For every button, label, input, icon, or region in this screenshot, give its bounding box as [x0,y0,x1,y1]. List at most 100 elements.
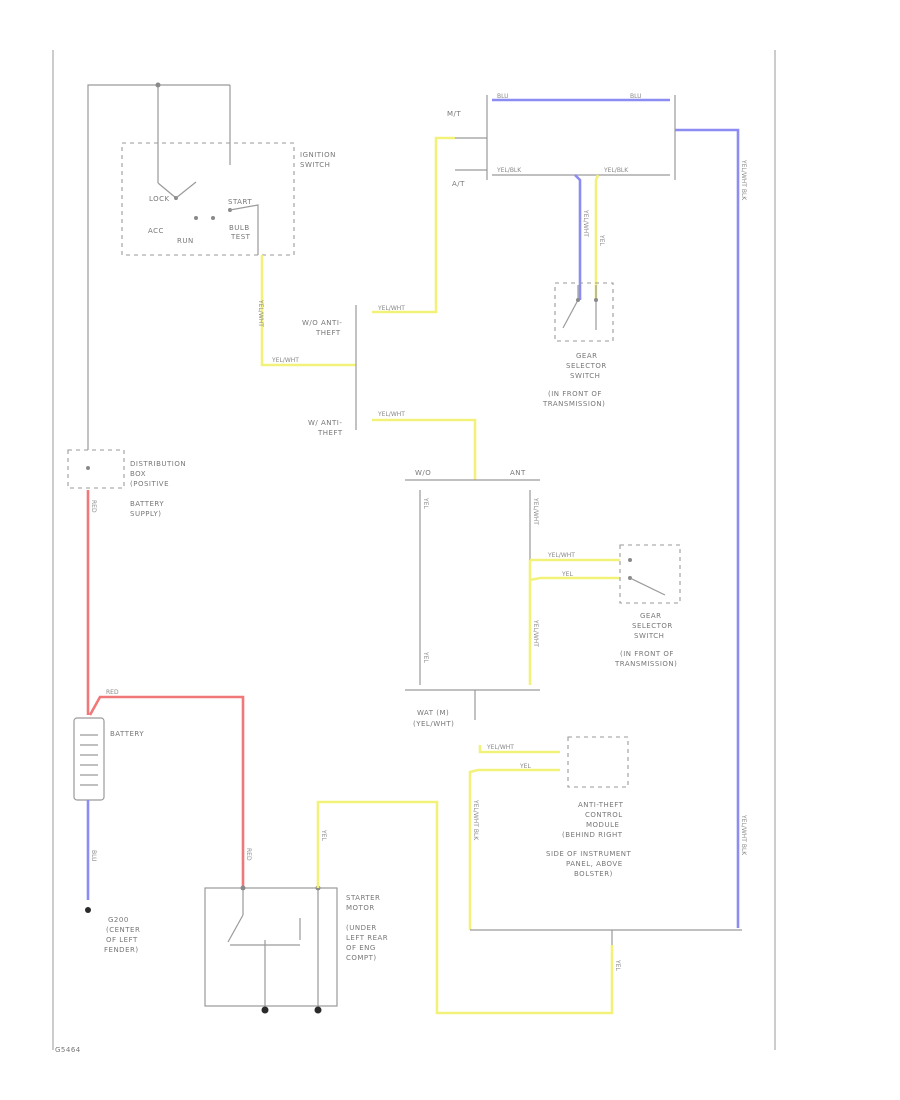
pos-test: TEST [230,233,251,241]
db-l5: SUPPLY) [130,510,162,518]
gs-top-l2: SELECTOR [566,362,607,370]
wire-label-red-2: RED [106,689,119,696]
branch-wo-2: THEFT [315,329,341,337]
wire-label-gs-1: YEL/WHT [582,209,589,237]
atm-l7: BOLSTER) [574,870,613,878]
wire-label-starter-2: YEL [614,959,621,971]
pos-bulb: BULB [229,224,250,232]
ground-label: G200 (CENTER OF LEFT FENDER) [104,916,140,954]
figure-id: G5464 [55,1046,81,1054]
pos-start: START [228,198,252,206]
wire-label-at-1: YEL/WHT [486,744,514,751]
pos-lock: LOCK [149,195,170,203]
wire-label-gs-2: YEL [598,234,605,246]
branch-w-2: THEFT [317,429,343,437]
wire-label-box-l1: YEL [422,497,429,509]
wire-blu-right [675,128,740,928]
mt-label: M/T [447,110,461,118]
anti-theft-module: ANTI-THEFT CONTROL MODULE (BEHIND RIGHT … [546,736,632,878]
wire-label-w-anti: YEL/WHT [377,411,405,418]
sm-l1: STARTER [346,894,380,902]
gs-mid-l4: (IN FRONT OF [620,650,674,658]
wire-red-2 [88,695,245,888]
sm-l6: COMPT) [346,954,377,962]
wat-label-2: (YEL/WHT) [413,720,454,728]
db-l2: BOX [130,470,146,478]
wire-label-mid-2: YEL [561,571,573,578]
atm-l3: MODULE [586,821,619,829]
gear-selector-switch-mid: GEAR SELECTOR SWITCH (IN FRONT OF TRANSM… [614,544,681,668]
db-l1: DISTRIBUTION [130,460,186,468]
wire-yel-a [594,174,600,300]
gear-selector-switch-top: GEAR SELECTOR SWITCH (IN FRONT OF TRANSM… [542,282,614,408]
branch-w-1: W/ ANTI- [308,419,342,427]
wire-label-at-2: YEL [519,763,531,770]
wire-at-2 [468,768,560,930]
wire-label-red-1: RED [90,500,97,513]
wire-w-anti [372,418,477,480]
ignition-switch: IGNITION SWITCH LOCK ACC RUN START BULB … [87,82,336,420]
wire-label-top-ybk-r: YEL/BLK [603,167,629,174]
ant-label: ANT [510,469,526,477]
wire-ign-out [260,255,356,367]
wire-label-ign-out: YEL/WHT [271,357,299,364]
wire-at-1 [478,745,560,754]
wire-label-top-ybk-l: YEL/BLK [496,167,522,174]
pos-acc: ACC [148,227,164,235]
gs-mid-l2: SELECTOR [632,622,673,630]
sm-l5: OF ENG [346,944,376,952]
at-label: A/T [452,180,465,188]
sm-l3: (UNDER [346,924,377,932]
mt-at-selector: BLU BLU YEL/BLK YEL/BLK M/T A/T [447,93,676,188]
gs-mid-l3: SWITCH [634,632,664,640]
wire-label-at-3: YEL/WHT BLK [472,799,479,841]
battery-label: BATTERY [110,730,144,738]
wo-label: W/O [415,469,431,477]
wire-label-ign-vert: YEL/WHT [257,299,264,327]
wire-label-box-r1: YEL/WHT [532,497,539,525]
wire-label-top-blu-r: BLU [630,93,642,100]
wire-yel-starter [316,800,614,1015]
wire-label-wo-anti: YEL/WHT [377,305,405,312]
atm-l5: SIDE OF INSTRUMENT [546,850,632,858]
wire-wo-anti [372,136,455,314]
wire-label-red-3: RED [245,848,252,861]
distribution-box: DISTRIBUTION BOX (POSITIVE BATTERY SUPPL… [67,420,186,518]
wire-label-mid-1: YEL/WHT [547,552,575,559]
wire-label-box-l2: YEL [422,651,429,663]
ignition-switch-label-2: SWITCH [300,161,330,169]
gs-top-l5: TRANSMISSION) [542,400,605,408]
branch-wo-1: W/O ANTI- [302,319,342,327]
db-l3: (POSITIVE [130,480,169,488]
wire-label-blu-right: YEL/WHT BLK [740,159,747,201]
gs-top-l1: GEAR [576,352,598,360]
gs-top-l4: (IN FRONT OF [548,390,602,398]
wat-label-1: WAT (M) [417,709,449,717]
wire-label-blu-right-2: YEL/WHT BLK [740,814,747,856]
gnd-l3: OF LEFT [106,936,138,944]
atm-l1: ANTI-THEFT [578,801,624,809]
gs-mid-l5: TRANSMISSION) [614,660,677,668]
db-l4: BATTERY [130,500,164,508]
gs-mid-l1: GEAR [640,612,662,620]
wire-label-box-r2: YEL/WHT [532,619,539,647]
atm-l4: (BEHIND RIGHT [562,831,623,839]
wo-ant-box: W/O ANT YEL YEL/WHT YEL YEL/WHT [405,469,540,720]
wire-label-blu-gnd: BLU [90,850,97,862]
sm-l2: MOTOR [346,904,375,912]
wire-label-top-blu-l: BLU [497,93,509,100]
gnd-l1: G200 [108,916,129,924]
atm-l2: CONTROL [585,811,623,819]
gnd-l2: (CENTER [106,926,140,934]
ignition-switch-label-1: IGNITION [300,151,336,159]
pos-run: RUN [177,237,194,245]
gnd-l4: FENDER) [104,946,139,954]
battery: BATTERY [73,717,144,801]
wire-blu-a [574,174,582,300]
wire-label-starter-1: YEL [320,829,327,841]
ground-point [85,907,91,913]
atm-l6: PANEL, ABOVE [566,860,623,868]
wire-yel-mid-c [529,576,620,582]
